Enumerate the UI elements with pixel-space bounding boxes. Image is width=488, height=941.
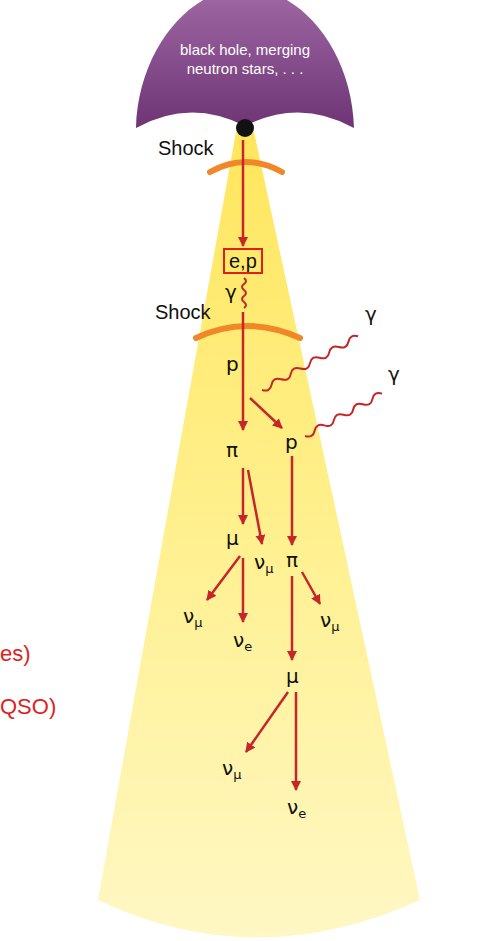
cut-off-text: es) [0,642,31,666]
jet-cone [98,132,420,938]
photon-label: γ [365,302,377,326]
particle-label: μ [286,664,299,688]
cut-off-text: QSO) [0,695,56,719]
neutrino-label: νe [287,795,306,819]
particle-label: μ [226,526,239,550]
neutrino-label: νμ [183,604,202,628]
neutrino-label: νμ [222,756,241,780]
highlight-box: e,p [223,248,263,274]
source-dome: black hole, merging neutron stars, . . . [130,0,360,142]
particle-label: p [285,430,298,454]
shock-label: Shock [155,300,211,324]
shock-label: Shock [158,136,214,160]
particle-label: p [226,352,239,376]
neutrino-label: νμ [320,608,339,632]
particle-arrows [207,140,320,790]
source-text: black hole, merging neutron stars, . . . [158,40,332,78]
photon-label: γ [388,362,400,386]
particle-label: π [226,438,238,462]
shock-front [196,326,300,338]
shock-front [210,162,282,172]
neutrino-label: νe [233,628,252,652]
photon-label: γ [225,280,237,304]
particle-label: e,p [229,250,257,272]
particle-label: π [286,548,298,572]
neutrino-label: νμ [254,550,273,574]
photon-waves [242,278,384,439]
